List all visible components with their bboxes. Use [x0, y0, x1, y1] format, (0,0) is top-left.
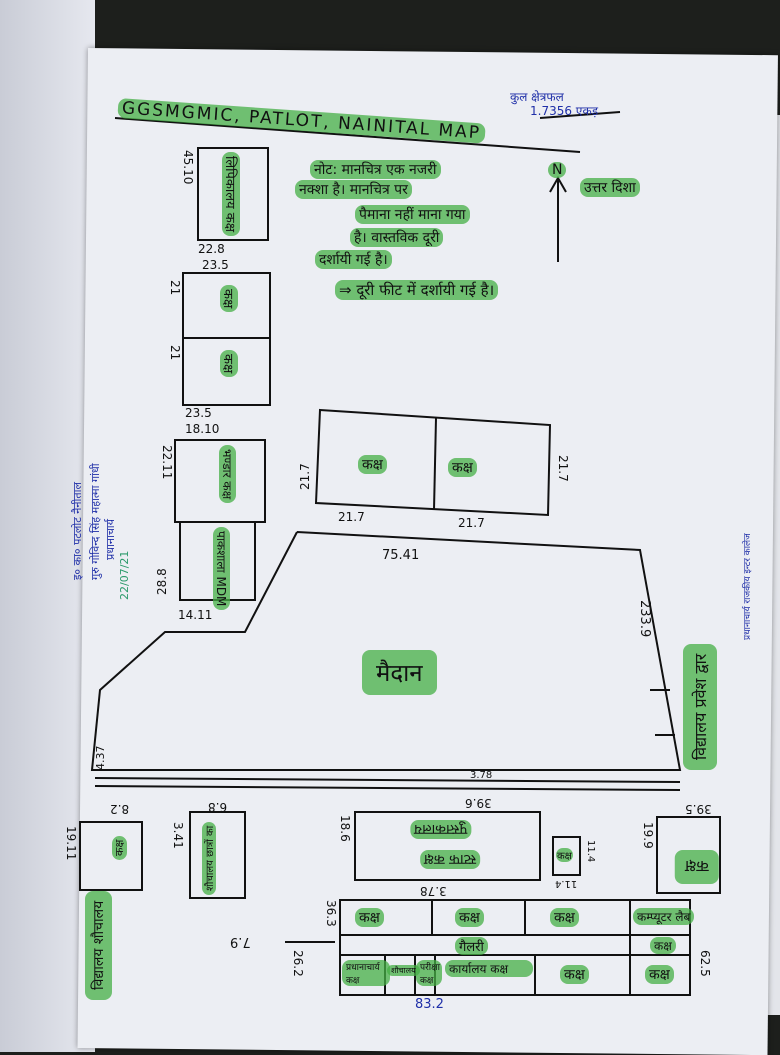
room-label: कम्प्यूटर लैब — [633, 908, 695, 925]
ground-label: मैदान — [362, 650, 437, 695]
dimension: 21 — [168, 345, 182, 361]
area-underline — [539, 111, 621, 119]
dimension: 6.8 — [208, 800, 228, 814]
dimension: 7.9 — [230, 934, 251, 949]
room-label: कक्ष — [220, 350, 238, 378]
dimension: 28.8 — [155, 568, 169, 595]
dimension: 22.11 — [160, 445, 174, 480]
room-label: परीक्षा कक्ष — [416, 960, 442, 986]
dimension: 21.7 — [298, 463, 312, 490]
room-label: कक्ष — [645, 965, 674, 984]
dimension: 45.10 — [181, 150, 195, 185]
dimension: 83.2 — [415, 997, 444, 1012]
dimension: 233.9 — [637, 600, 652, 638]
note-line: दर्शायी गई है। — [315, 250, 392, 269]
toilet-mid-label: शौचालय छात्रों का — [202, 821, 216, 895]
dimension: 75.41 — [382, 548, 420, 563]
corner-room-box — [656, 816, 721, 894]
dimension: 26.2 — [291, 950, 305, 977]
room-label: शौचालय — [387, 965, 420, 976]
dimension: 62.5 — [698, 950, 712, 977]
right-stamp: प्रधानाचार्य राजकीय इन्टर कालेज — [743, 533, 753, 640]
toilet-mid-box — [189, 811, 246, 899]
room-label: कक्ष — [550, 908, 579, 927]
stamp-line: गुरु गोविन्द सिंह महात्मा गांधी — [89, 463, 102, 580]
note-line: पैमाना नहीं माना गया — [355, 205, 470, 224]
kitchen-label: पाकशाला MDM — [213, 527, 230, 611]
signature-date: 22/07/21 — [118, 550, 131, 600]
library-staff-box — [354, 811, 541, 881]
dimension: 39.5 — [685, 802, 712, 816]
dimension: 8.2 — [110, 802, 130, 816]
gallery-label: गैलरी — [455, 937, 488, 955]
library-top-label: लिपिकालय कक्ष — [222, 152, 240, 237]
dimension: 21.7 — [556, 455, 570, 482]
room-label: कार्यालय कक्ष — [445, 960, 533, 977]
dimension: 19.9 — [641, 822, 655, 849]
main-block-box — [339, 899, 691, 996]
dimension: 19.11 — [64, 826, 78, 861]
dimension: 11.4 — [555, 878, 578, 889]
room-label: कक्ष — [220, 285, 238, 313]
room-label: कक्ष — [358, 455, 387, 474]
note-line: है। वास्तविक दूरी — [350, 228, 444, 247]
room-label: कक्ष — [448, 458, 477, 477]
toilet-band-label: विद्यालय शौचालय — [85, 890, 112, 1000]
dimension: 21 — [168, 280, 182, 296]
staff-room-label: स्टाफ कक्ष — [420, 850, 481, 869]
boundary-line — [94, 777, 681, 783]
small-room-box — [552, 836, 581, 876]
dimension: 14.11 — [178, 608, 213, 622]
room-label: प्रधानाचार्य कक्ष — [342, 960, 390, 986]
dimension: 4.37 — [94, 745, 107, 771]
north-letter: N — [548, 162, 567, 178]
total-area-label: कुल क्षेत्रफल — [510, 90, 564, 104]
dimension: 11.4 — [585, 840, 596, 863]
note-line: नक्शा है। मानचित्र पर — [295, 180, 412, 199]
stamp-line: प्रधानाचार्य — [104, 518, 117, 560]
toilet-left-box — [79, 821, 143, 891]
room-label: कक्ष — [112, 835, 127, 860]
room-label: कक्ष — [455, 908, 484, 927]
library-top-box — [197, 147, 269, 241]
dimension: 22.8 — [198, 242, 225, 256]
dimension: 23.5 — [185, 406, 212, 420]
north-arrow-head — [549, 175, 567, 193]
boundary-line — [94, 785, 681, 791]
divider — [433, 417, 437, 511]
ground-outline — [90, 531, 682, 771]
store-label: भण्डार कक्ष — [219, 445, 236, 504]
room-label: कक्ष — [355, 908, 384, 927]
dimension: 3.41 — [171, 822, 185, 849]
note-line: नोट: मानचित्र एक नजरी — [310, 160, 441, 179]
stamp-line: इ० का० पटलोट नैनीताल — [71, 482, 84, 580]
dimension: 18.6 — [338, 815, 352, 842]
dimension: 18.10 — [185, 422, 220, 436]
dimension: 3.78 — [420, 884, 447, 898]
corner-room-label: कक्ष — [675, 850, 719, 884]
dimension: 23.5 — [202, 258, 229, 272]
total-area-value: 1.7356 एकड़ — [530, 104, 599, 118]
dimension: 21.7 — [338, 510, 365, 524]
north-label: उत्तर दिशा — [580, 178, 640, 197]
dimension: 39.6 — [465, 796, 492, 810]
small-room-label: कक्ष — [556, 848, 573, 862]
room-label: कक्ष — [650, 937, 676, 954]
dimension: 36.3 — [324, 900, 338, 927]
library-label: पुस्तकालय — [410, 820, 472, 839]
title-underline — [114, 117, 581, 153]
gate-label[interactable]: विद्यालय प्रवेश द्वार — [683, 643, 717, 770]
room-label: कक्ष — [560, 965, 589, 984]
class-pair-mid-box — [314, 408, 552, 517]
unit-note: ⇒ दूरी फीट में दर्शायी गई है। — [335, 280, 499, 300]
dimension: 3.78 — [470, 770, 493, 781]
dimension: 21.7 — [458, 516, 485, 530]
